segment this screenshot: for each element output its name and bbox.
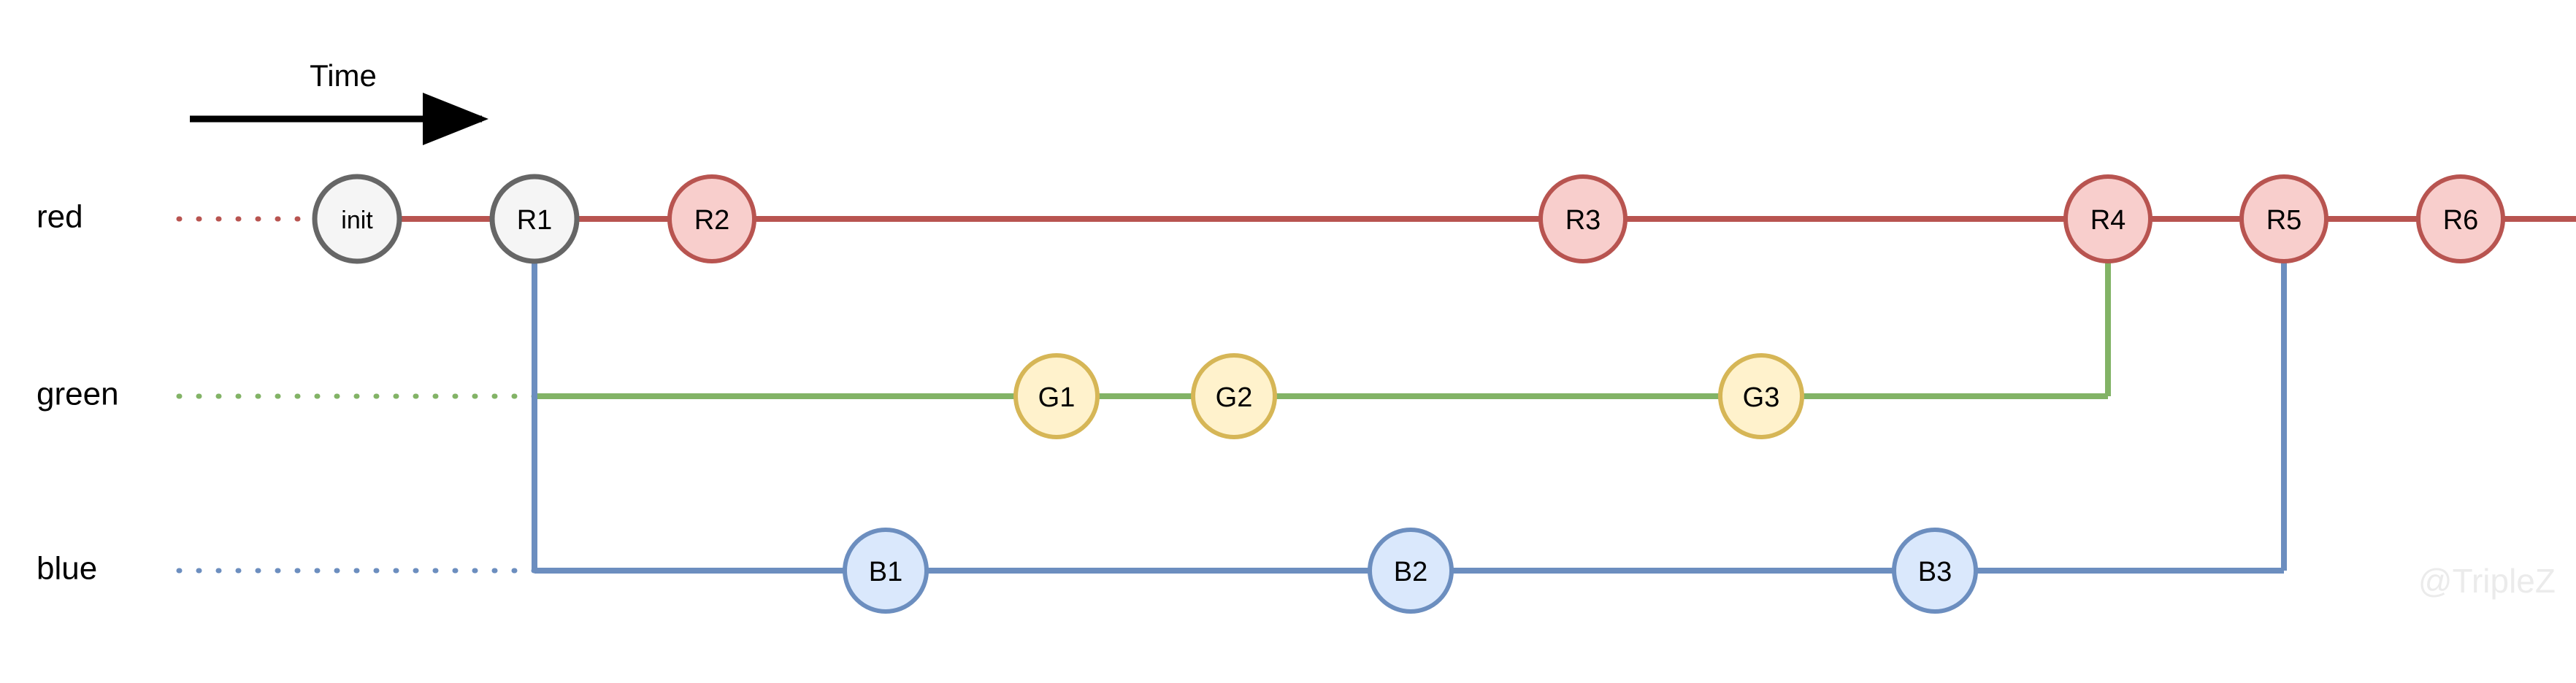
commit-node-r6[interactable]: R6 [2416, 174, 2505, 263]
commit-label-r1: R1 [517, 205, 553, 236]
commit-node-r5[interactable]: R5 [2239, 174, 2328, 263]
commit-nodes: init R1 R2 R3 R4 R5 [312, 174, 2505, 614]
commit-circle-b3[interactable] [1892, 528, 1978, 614]
lane-label-red: red [37, 199, 83, 235]
commit-label-g2: G2 [1216, 382, 1253, 413]
commit-label-b3: B3 [1918, 557, 1952, 587]
commit-circle-b2[interactable] [1368, 528, 1454, 614]
commit-node-r2[interactable]: R2 [667, 174, 756, 263]
commit-label-g1: G1 [1038, 382, 1076, 413]
commit-node-r3[interactable]: R3 [1538, 174, 1628, 263]
commit-label-r3: R3 [1565, 205, 1601, 236]
lane-labels: red green blue [37, 199, 119, 587]
commit-circle-g2[interactable] [1191, 353, 1277, 439]
commit-circle-r1[interactable] [489, 174, 580, 264]
commit-label-g3: G3 [1743, 382, 1780, 413]
commit-node-b3[interactable]: B3 [1892, 528, 1978, 614]
commit-circle-r3[interactable] [1538, 174, 1628, 263]
commit-node-b1[interactable]: B1 [843, 528, 929, 614]
commit-label-r6: R6 [2443, 205, 2479, 236]
commit-label-init: init [341, 207, 373, 234]
commit-circle-g1[interactable] [1013, 353, 1100, 439]
time-axis-label: Time [310, 58, 377, 93]
time-axis: Time [190, 58, 488, 145]
commit-label-b2: B2 [1394, 557, 1427, 587]
commit-node-b2[interactable]: B2 [1368, 528, 1454, 614]
commit-circle-init[interactable] [312, 174, 402, 264]
commit-circle-r2[interactable] [667, 174, 756, 263]
commit-node-g2[interactable]: G2 [1191, 353, 1277, 439]
lane-label-green: green [37, 377, 119, 412]
commit-node-g3[interactable]: G3 [1718, 353, 1804, 439]
commit-circle-b1[interactable] [843, 528, 929, 614]
commit-node-init[interactable]: init [312, 174, 402, 264]
commit-circle-r6[interactable] [2416, 174, 2505, 263]
commit-node-r4[interactable]: R4 [2063, 174, 2153, 263]
commit-label-r2: R2 [694, 205, 730, 236]
commit-label-b1: B1 [869, 557, 902, 587]
commit-node-g1[interactable]: G1 [1013, 353, 1100, 439]
watermark-label: @TripleZ [2418, 562, 2556, 600]
commit-circle-g3[interactable] [1718, 353, 1804, 439]
commit-circle-r5[interactable] [2239, 174, 2328, 263]
lane-rails [176, 216, 2576, 574]
commit-node-r1[interactable]: R1 [489, 174, 580, 264]
lane-label-blue: blue [37, 551, 97, 587]
commit-label-r4: R4 [2090, 205, 2126, 236]
commit-label-r5: R5 [2266, 205, 2302, 236]
commit-circle-r4[interactable] [2063, 174, 2153, 263]
